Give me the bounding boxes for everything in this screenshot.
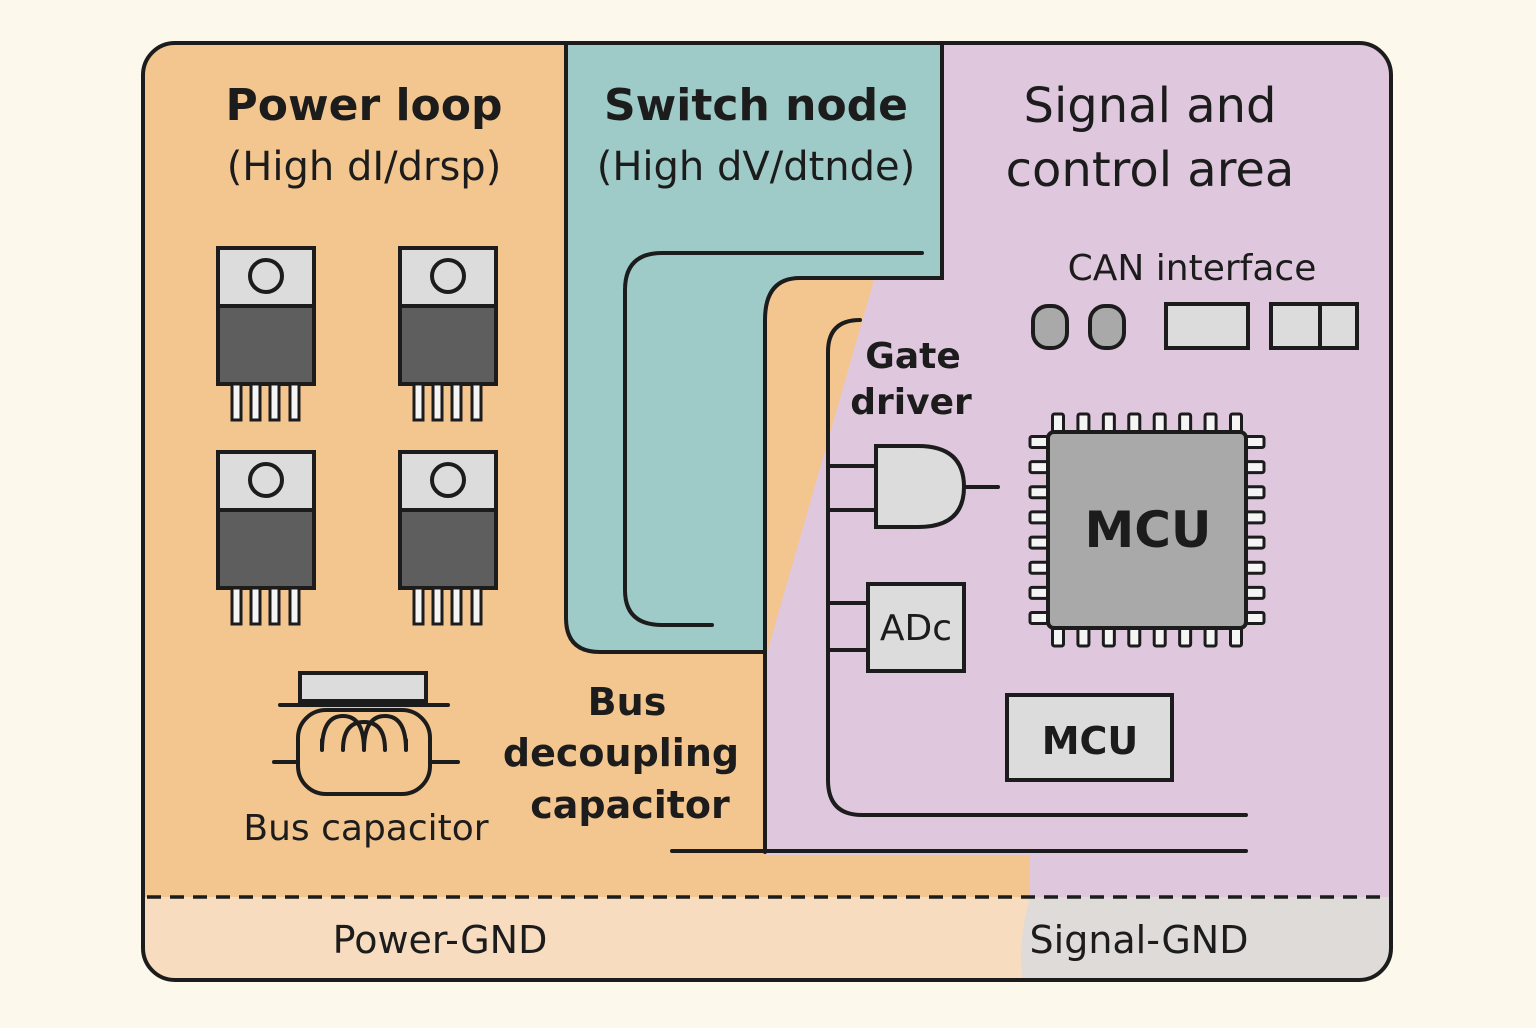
bus-capacitor-label: Bus capacitor — [243, 808, 488, 849]
mcu-pin — [1028, 485, 1050, 500]
can-interface-components — [1031, 302, 1359, 350]
mcu-pin — [1028, 435, 1050, 449]
mcu-pin — [1127, 626, 1142, 648]
mcu-pin — [1244, 485, 1266, 500]
mcu-pin — [1244, 535, 1266, 550]
decoupling-label-line-2: decoupling — [503, 731, 739, 775]
mcu-chip — [1046, 430, 1248, 630]
mcu-pin — [1127, 412, 1142, 434]
mcu-small-block — [1005, 693, 1174, 782]
zone-boundaries — [564, 43, 944, 854]
gate-driver-label-line-2: driver — [850, 382, 972, 423]
mcu-pin — [1076, 626, 1091, 648]
gate-driver-label-line-1: Gate — [865, 336, 960, 377]
decoupling-label-line-3: capacitor — [530, 783, 730, 827]
mcu-pin — [1244, 585, 1266, 600]
mcu-pin — [1229, 412, 1243, 434]
mcu-pin — [1028, 585, 1050, 600]
adc-label: ADc — [880, 608, 952, 649]
power-loop-subtitle: (High dI/drsp) — [227, 144, 502, 190]
mcu-pin — [1028, 460, 1050, 475]
mcu-label: MCU — [1084, 501, 1211, 559]
mcu-pin — [1076, 412, 1091, 434]
signal-area-title-line-2: control area — [1006, 142, 1295, 198]
mcu-pin — [1152, 626, 1167, 648]
and-gate-icon — [874, 444, 967, 529]
mcu-pin — [1203, 626, 1218, 648]
signal-area-title-line-1: Signal and — [1023, 78, 1276, 134]
mcu-chip-pins — [1028, 412, 1266, 648]
mcu-small-label: MCU — [1042, 719, 1139, 763]
mcu-pin — [1178, 626, 1193, 648]
mcu-pin — [1229, 626, 1243, 648]
signal-traces — [670, 318, 1248, 853]
power-loop-title: Power loop — [225, 80, 502, 131]
signal-gnd-label: Signal-GND — [1030, 918, 1249, 962]
switch-node-subtitle: (High dV/dtnde) — [597, 144, 916, 190]
mcu-pin — [1028, 510, 1050, 525]
mcu-pin — [1244, 460, 1266, 475]
mcu-pin — [1244, 510, 1266, 525]
mcu-pin — [1244, 611, 1266, 625]
mcu-pin — [1178, 412, 1193, 434]
mcu-pin — [1101, 412, 1116, 434]
mcu-pin — [1244, 560, 1266, 575]
mcu-pin — [1152, 412, 1167, 434]
inductor-coil-icon — [272, 671, 460, 796]
mcu-pin — [1244, 435, 1266, 449]
switch-node-zone — [566, 43, 942, 652]
decoupling-label-line-1: Bus — [588, 680, 667, 724]
mcu-pin — [1051, 412, 1065, 434]
adc-block — [866, 582, 966, 673]
mcu-pin — [1028, 535, 1050, 550]
mcu-pin — [1028, 611, 1050, 625]
mcu-pin — [1028, 560, 1050, 575]
signal-gnd-strip — [1021, 897, 1391, 980]
mcu-pin — [1203, 412, 1218, 434]
power-gnd-label: Power-GND — [333, 918, 548, 962]
can-interface-label: CAN interface — [1068, 248, 1317, 289]
board-outline — [141, 41, 1393, 982]
mcu-pin — [1051, 626, 1065, 648]
mcu-pin — [1101, 626, 1116, 648]
switch-node-title: Switch node — [604, 80, 908, 131]
